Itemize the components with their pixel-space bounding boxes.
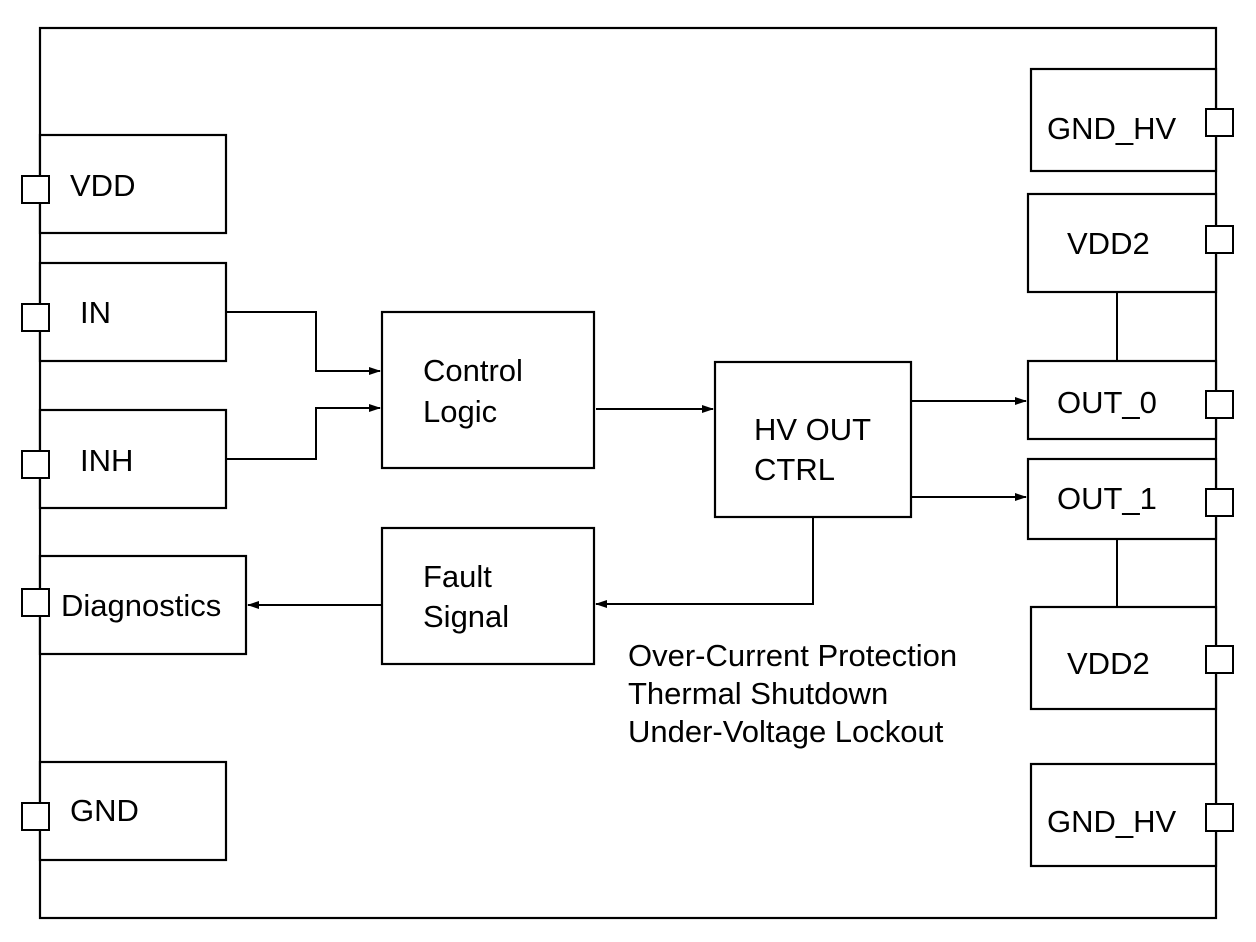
gnd-hv-bottom-pin-box xyxy=(1029,762,1218,868)
control-logic-label-line2: Logic xyxy=(423,394,497,429)
gnd-hv-top-pin-box xyxy=(1029,67,1218,173)
vdd2-bottom-pin-label: VDD2 xyxy=(1067,646,1150,681)
gnd-hv-top-pin-label: GND_HV xyxy=(1047,111,1177,146)
inh-pin-label: INH xyxy=(80,443,133,478)
inh-pin-terminal xyxy=(21,450,50,479)
wire-in-to-control-logic xyxy=(226,311,381,375)
protection-under-voltage-lockout: Under-Voltage Lockout xyxy=(628,714,944,749)
vdd2-top-pin-box xyxy=(1026,192,1218,294)
in-pin-box xyxy=(38,261,228,363)
control-logic-block xyxy=(380,310,596,470)
out-0-pin-terminal xyxy=(1205,390,1234,419)
control-logic-label-line1: Control xyxy=(423,353,523,388)
vdd2-top-pin-terminal xyxy=(1205,225,1234,254)
out-1-pin-box xyxy=(1026,457,1218,541)
fault-signal-label-line1: Fault xyxy=(423,559,492,594)
vdd-pin-box xyxy=(38,133,228,235)
inh-pin-box xyxy=(38,408,228,510)
diagnostics-pin-terminal xyxy=(21,588,50,617)
out-1-pin-terminal xyxy=(1205,488,1234,517)
out-0-pin-label: OUT_0 xyxy=(1057,385,1157,420)
hv-out-ctrl-label-line1: HV OUT xyxy=(754,412,871,447)
gnd-hv-bottom-pin-terminal xyxy=(1205,803,1234,832)
protection-over-current: Over-Current Protection xyxy=(628,638,957,673)
protection-thermal-shutdown: Thermal Shutdown xyxy=(628,676,888,711)
wire-hv-out-ctrl-to-fault-signal xyxy=(595,517,814,608)
vdd2-bottom-pin-box xyxy=(1029,605,1218,711)
gnd-pin-label: GND xyxy=(70,793,139,828)
vdd2-top-pin-label: VDD2 xyxy=(1067,226,1150,261)
vdd-pin-label: VDD xyxy=(70,168,135,203)
in-pin-terminal xyxy=(21,303,50,332)
vdd2-bottom-pin-terminal xyxy=(1205,645,1234,674)
gnd-hv-top-pin-terminal xyxy=(1205,108,1234,137)
fault-signal-label-line2: Signal xyxy=(423,599,509,634)
hv-out-ctrl-label-line2: CTRL xyxy=(754,452,835,487)
diagnostics-pin-label: Diagnostics xyxy=(61,588,221,623)
gnd-pin-terminal xyxy=(21,802,50,831)
vdd-pin-terminal xyxy=(21,175,50,204)
out-0-pin-box xyxy=(1026,359,1218,441)
gnd-hv-bottom-pin-label: GND_HV xyxy=(1047,804,1177,839)
out-1-pin-label: OUT_1 xyxy=(1057,481,1157,516)
in-pin-label: IN xyxy=(80,295,111,330)
wire-inh-to-control-logic xyxy=(226,404,381,460)
fault-signal-block xyxy=(380,526,596,666)
diagnostics-pin-box xyxy=(38,554,248,656)
